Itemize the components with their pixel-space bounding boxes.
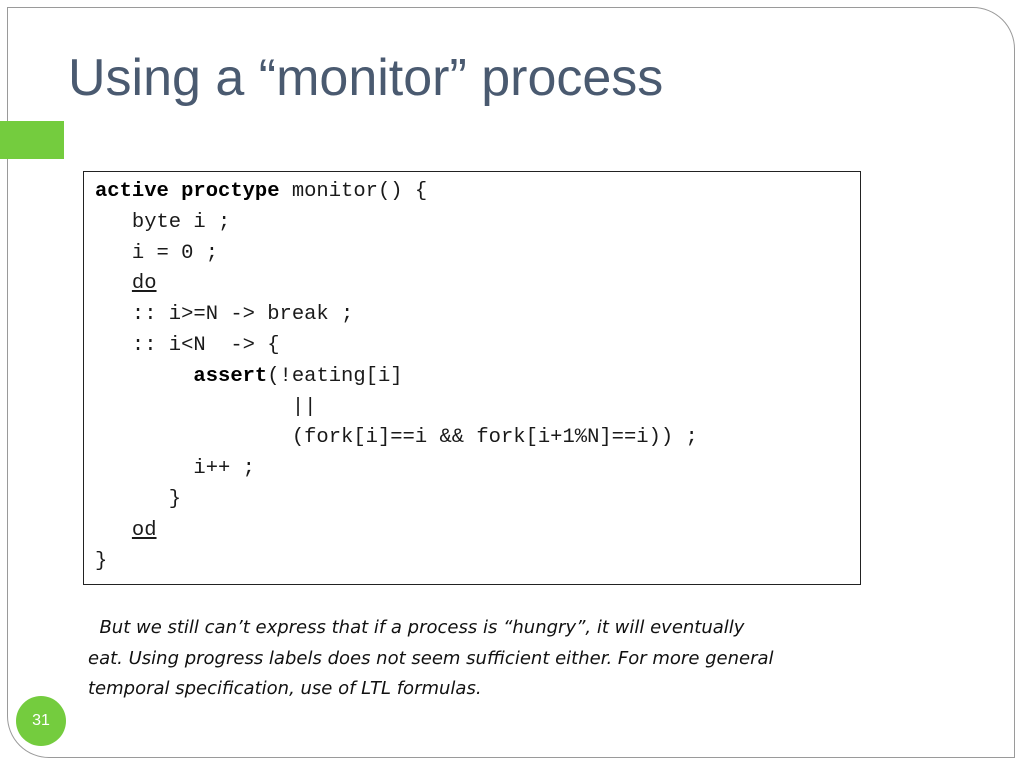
page-number-badge: 31 <box>16 696 66 746</box>
code-line-12: od <box>95 516 860 547</box>
code-text: monitor() { <box>279 180 428 203</box>
slide-frame <box>7 7 1015 758</box>
code-line-2: byte i ; <box>95 210 231 234</box>
code-indent <box>95 272 132 295</box>
code-line-4: do <box>95 269 860 300</box>
code-line-8: || <box>95 395 317 419</box>
code-keyword-od: od <box>131 518 157 542</box>
note-line-1: But we still can’t express that if a pro… <box>88 617 745 638</box>
code-indent <box>95 519 132 542</box>
code-line-10: i++ ; <box>95 457 255 481</box>
code-keyword-assert: assert <box>193 364 268 388</box>
code-line-13: } <box>95 549 108 573</box>
code-block: active proctype monitor() { byte i ; i =… <box>83 171 861 585</box>
code-keyword-do: do <box>131 272 157 296</box>
code-line-7: assert(!eating[i] <box>95 362 860 393</box>
code-line-6: :: i<N -> { <box>95 333 280 357</box>
code-line-9: (fork[i]==i && fork[i+1%N]==i)) ; <box>95 426 698 450</box>
code-line-3: i = 0 ; <box>95 241 219 265</box>
note-line-3: temporal specification, use of LTL formu… <box>88 678 482 699</box>
note-line-2: eat. Using progress labels does not seem… <box>88 647 774 669</box>
slide-title: Using a “monitor” process <box>68 49 664 107</box>
code-line-1: active proctype monitor() { <box>95 177 860 208</box>
note-paragraph: But we still can’t express that if a pro… <box>88 613 888 705</box>
code-line-11: } <box>95 487 182 511</box>
code-keyword: active proctype <box>95 180 280 203</box>
code-indent <box>95 365 193 388</box>
code-text: (!eating[i] <box>267 364 403 388</box>
code-line-5: :: i>=N -> break ; <box>95 303 354 327</box>
accent-bar <box>0 121 64 159</box>
